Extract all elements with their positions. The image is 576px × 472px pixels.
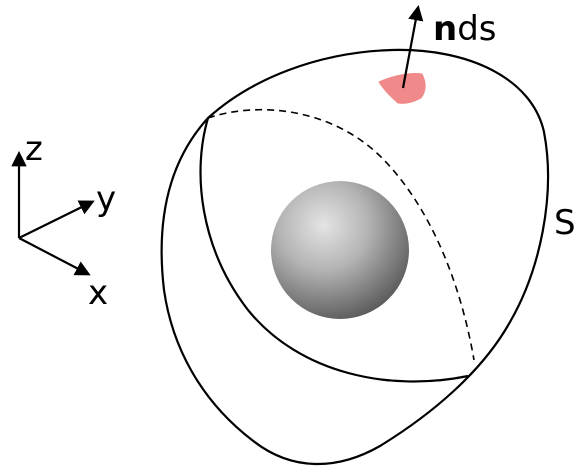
- surface-label: S: [554, 203, 576, 243]
- area-element-label: ds: [457, 9, 496, 49]
- x-axis-line: [18, 237, 91, 276]
- y-axis-label: y: [96, 179, 116, 219]
- charged-sphere: [271, 181, 409, 319]
- area-element-patch: [378, 73, 426, 104]
- normal-vector-arrow: [401, 4, 424, 89]
- z-axis-label: z: [25, 129, 43, 169]
- normal-vector-label: nds: [433, 9, 497, 49]
- cut-face-front-edge: [199, 117, 469, 383]
- coordinate-axes: z y x: [11, 129, 116, 313]
- normal-vector-symbol: n: [433, 9, 457, 49]
- y-axis-line: [18, 200, 95, 239]
- closed-surface: S: [160, 48, 576, 466]
- x-axis-label: x: [88, 273, 108, 313]
- surface-element: nds: [378, 4, 497, 104]
- surface-outline: [160, 48, 550, 466]
